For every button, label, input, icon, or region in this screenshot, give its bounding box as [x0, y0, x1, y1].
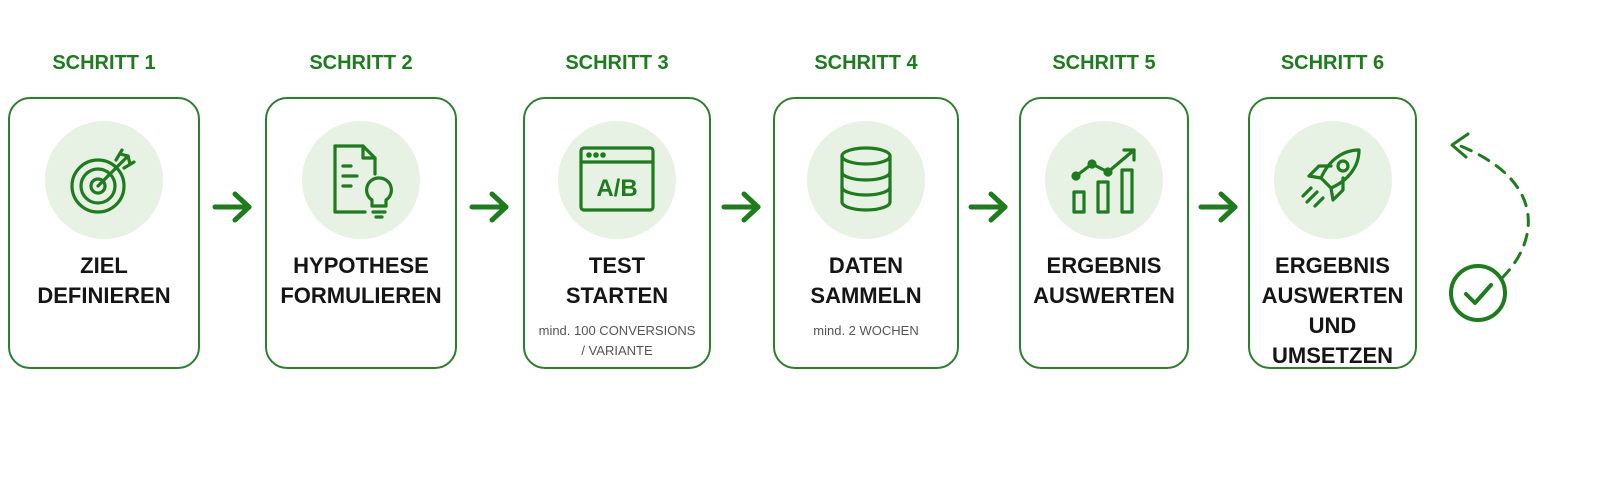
right-arrow-icon — [212, 191, 252, 223]
step-title-line: DATEN — [828, 253, 904, 278]
chart-growth-icon — [1071, 148, 1136, 214]
step-card-2: HYPOTHESE FORMULIEREN — [265, 97, 457, 369]
step-title-line: STARTEN — [565, 283, 669, 308]
right-arrow-icon — [469, 191, 509, 223]
step-label-2: SCHRITT 2 — [309, 52, 413, 74]
icon-badge: A/B — [558, 121, 676, 239]
step-title-line: ZIEL — [80, 253, 128, 278]
step-title: TEST STARTEN — [525, 251, 709, 311]
step-title-line: DEFINIEREN — [37, 283, 171, 308]
step-note-line: mind. 2 WOCHEN — [813, 323, 919, 338]
icon-badge — [302, 121, 420, 239]
step-label-5: SCHRITT 5 — [1052, 52, 1156, 74]
step-title-line: FORMULIEREN — [280, 283, 442, 308]
step-title: ZIEL DEFINIEREN — [10, 251, 198, 311]
step-title-line: AUSWERTEN — [1261, 283, 1404, 308]
step-label-3: SCHRITT 3 — [565, 52, 669, 74]
icon-badge — [1273, 121, 1392, 239]
step-note: mind. 100 CONVERSIONS / VARIANTE — [525, 321, 709, 361]
right-arrow-icon — [721, 191, 761, 223]
step-title-line: HYPOTHESE — [293, 253, 429, 278]
step-title-line: ERGEBNIS — [1046, 253, 1162, 278]
step-title-line: SAMMELN — [810, 283, 922, 308]
step-title-line: UND UMSETZEN — [1272, 313, 1393, 368]
document-lightbulb-icon — [333, 144, 393, 219]
step-card-5: ERGEBNIS AUSWERTEN — [1019, 97, 1189, 369]
step-note-line: mind. 100 CONVERSIONS — [538, 323, 696, 338]
check-circle-icon — [1449, 264, 1507, 322]
step-title: HYPOTHESE FORMULIEREN — [267, 251, 455, 311]
step-title-line: TEST — [588, 253, 646, 278]
icon-badge — [1045, 121, 1163, 239]
ab-test-window-icon: A/B — [579, 146, 655, 212]
step-title: DATEN SAMMELN — [775, 251, 957, 311]
rocket-icon — [1300, 148, 1361, 208]
step-card-3: A/B TEST STARTEN mind. 100 CONVERSIONS /… — [523, 97, 711, 369]
step-title-line: AUSWERTEN — [1033, 283, 1175, 308]
icon-badge — [45, 121, 163, 239]
step-label-1: SCHRITT 1 — [52, 52, 156, 74]
step-card-4: DATEN SAMMELN mind. 2 WOCHEN — [773, 97, 959, 369]
step-title: ERGEBNIS AUSWERTEN UND UMSETZEN — [1250, 251, 1415, 371]
step-note: mind. 2 WOCHEN — [775, 321, 957, 341]
step-note-line: / VARIANTE — [581, 343, 653, 358]
step-card-6: ERGEBNIS AUSWERTEN UND UMSETZEN — [1248, 97, 1417, 369]
right-arrow-icon — [968, 191, 1008, 223]
right-arrow-icon — [1198, 191, 1238, 223]
step-title: ERGEBNIS AUSWERTEN — [1021, 251, 1187, 311]
step-label-4: SCHRITT 4 — [814, 52, 918, 74]
target-icon — [70, 148, 136, 214]
step-title-line: ERGEBNIS — [1275, 253, 1390, 278]
database-icon — [840, 146, 892, 212]
dashed-loop-arrow-icon — [1450, 132, 1530, 280]
ab-icon-text: A/B — [596, 175, 637, 202]
step-label-6: SCHRITT 6 — [1280, 52, 1385, 74]
icon-badge — [807, 121, 925, 239]
step-card-1: ZIEL DEFINIEREN — [8, 97, 200, 369]
